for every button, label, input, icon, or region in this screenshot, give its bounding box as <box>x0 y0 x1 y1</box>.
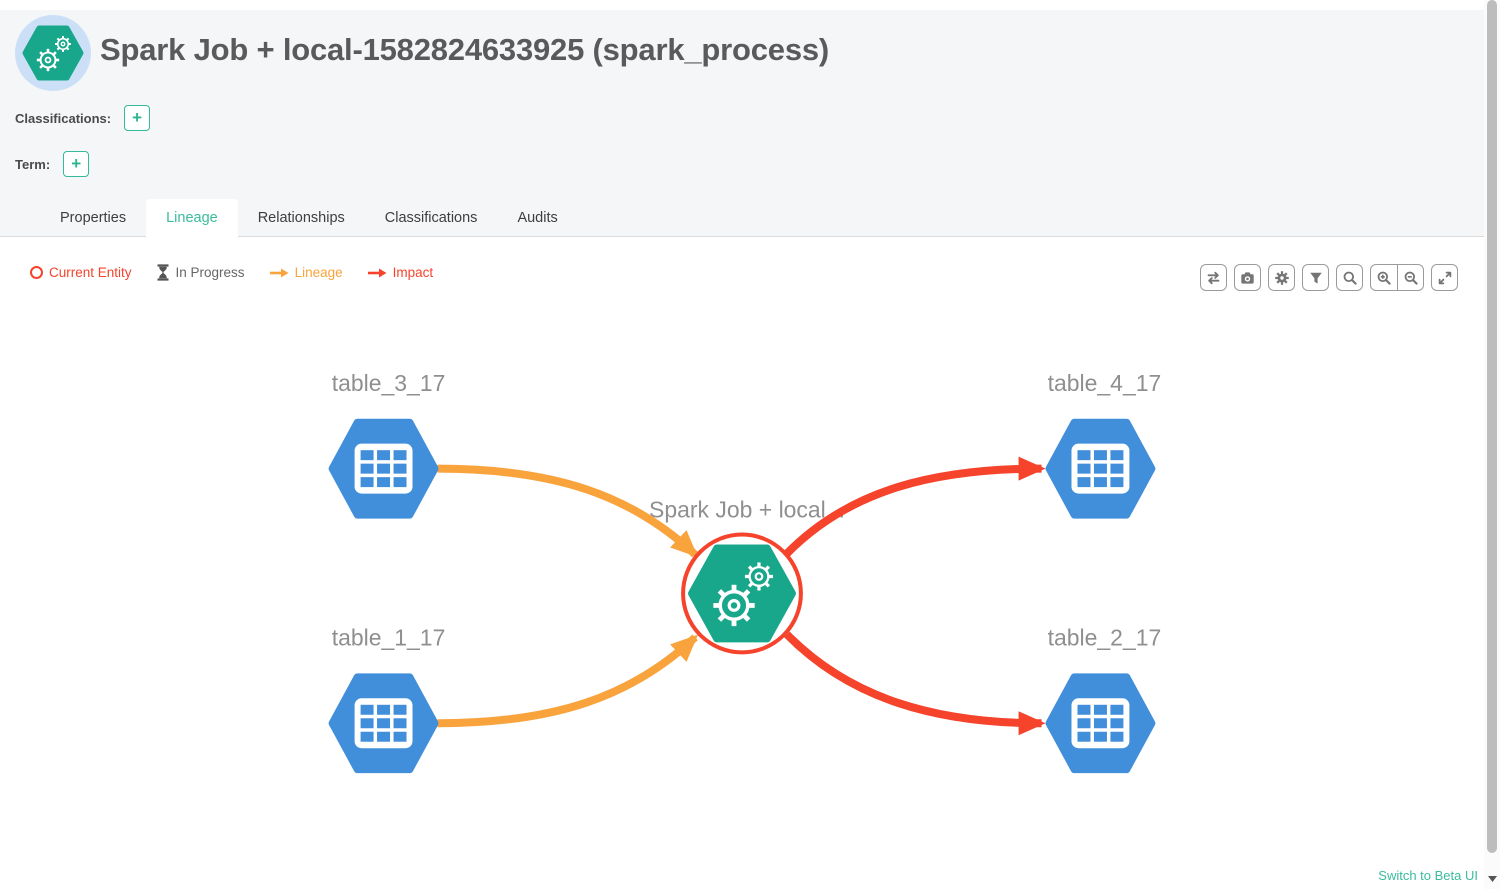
search-icon <box>1343 271 1357 285</box>
node-label-center-process: Spark Job + local... <box>649 497 845 523</box>
legend-lineage: Lineage <box>269 265 343 280</box>
zoom-out-icon <box>1404 271 1418 285</box>
zoom-button-group <box>1370 264 1424 291</box>
lineage-graph[interactable]: table_3_17 table_1_17 table_4_17 table_2… <box>0 238 1484 889</box>
add-term-button[interactable]: + <box>63 151 90 177</box>
search-button[interactable] <box>1336 264 1363 291</box>
lineage-edge-input-top <box>437 464 698 558</box>
legend-label: Current Entity <box>49 265 132 280</box>
node-label-table-2-17: table_2_17 <box>1048 624 1162 650</box>
legend-label: In Progress <box>175 265 245 280</box>
refresh-icon <box>1207 271 1220 284</box>
table-icon <box>1071 698 1130 749</box>
legend-label: Lineage <box>294 265 343 280</box>
lineage-panel: Current Entity In Progress Lineage <box>0 238 1484 889</box>
legend-impact: Impact <box>367 265 434 280</box>
tab-relationships[interactable]: Relationships <box>257 210 345 226</box>
screenshot-button[interactable] <box>1234 264 1261 291</box>
table-icon <box>354 698 413 749</box>
lineage-toolbar <box>1200 264 1458 291</box>
node-label-table-4-17: table_4_17 <box>1048 370 1162 396</box>
scrollbar-down-button[interactable] <box>1484 871 1500 887</box>
spark-process-entity-icon <box>15 15 91 91</box>
gear-icon <box>55 36 71 52</box>
chevron-down-icon <box>1487 876 1497 882</box>
legend-in-progress: In Progress <box>156 264 245 281</box>
fullscreen-icon <box>1438 271 1451 284</box>
node-label-table-3-17: table_3_17 <box>332 370 446 396</box>
lineage-node-current-process[interactable] <box>681 532 803 655</box>
table-icon <box>354 443 413 494</box>
impact-edge-output-top <box>784 456 1046 557</box>
tab-audits[interactable]: Audits <box>517 210 558 226</box>
impact-edge-output-bottom <box>784 631 1046 736</box>
add-classification-button[interactable]: + <box>124 105 151 131</box>
gear-icon <box>36 48 60 72</box>
lineage-node-table-3-17[interactable] <box>328 418 439 519</box>
zoom-out-button[interactable] <box>1397 265 1423 290</box>
term-label: Term: <box>15 156 51 172</box>
filter-icon <box>1309 272 1322 284</box>
lineage-legend: Current Entity In Progress Lineage <box>30 264 433 281</box>
entity-tabs: Properties Lineage Relationships Classif… <box>40 199 578 237</box>
legend-current-entity: Current Entity <box>30 265 132 280</box>
gear-icon <box>1274 270 1289 285</box>
entity-header: Spark Job + local-1582824633925 (spark_p… <box>0 10 1484 237</box>
tab-properties[interactable]: Properties <box>60 210 127 226</box>
zoom-in-icon <box>1377 271 1391 285</box>
vertical-scrollbar[interactable] <box>1484 0 1500 889</box>
filter-button[interactable] <box>1302 264 1329 291</box>
tab-lineage[interactable]: Lineage <box>146 199 238 237</box>
switch-to-beta-ui-link[interactable]: Switch to Beta UI <box>1378 868 1478 883</box>
lineage-arrow-icon <box>269 268 289 277</box>
scrollbar-thumb[interactable] <box>1487 0 1497 853</box>
node-label-table-1-17: table_1_17 <box>332 624 446 650</box>
legend-label: Impact <box>392 265 434 280</box>
refresh-lineage-button[interactable] <box>1200 264 1227 291</box>
impact-arrow-icon <box>367 268 387 277</box>
zoom-in-button[interactable] <box>1371 265 1397 290</box>
camera-icon <box>1241 271 1254 284</box>
lineage-node-table-1-17[interactable] <box>328 673 439 774</box>
lineage-node-table-4-17[interactable] <box>1045 418 1156 519</box>
settings-button[interactable] <box>1268 264 1295 291</box>
current-entity-circle-icon <box>30 266 43 279</box>
page-title: Spark Job + local-1582824633925 (spark_p… <box>100 32 830 67</box>
fullscreen-button[interactable] <box>1431 264 1458 291</box>
lineage-node-table-2-17[interactable] <box>1045 673 1156 774</box>
classifications-label: Classifications: <box>15 110 112 126</box>
tab-classifications[interactable]: Classifications <box>384 210 478 226</box>
table-icon <box>1071 443 1130 494</box>
lineage-edge-input-bottom <box>437 634 698 728</box>
hourglass-icon <box>157 264 169 281</box>
